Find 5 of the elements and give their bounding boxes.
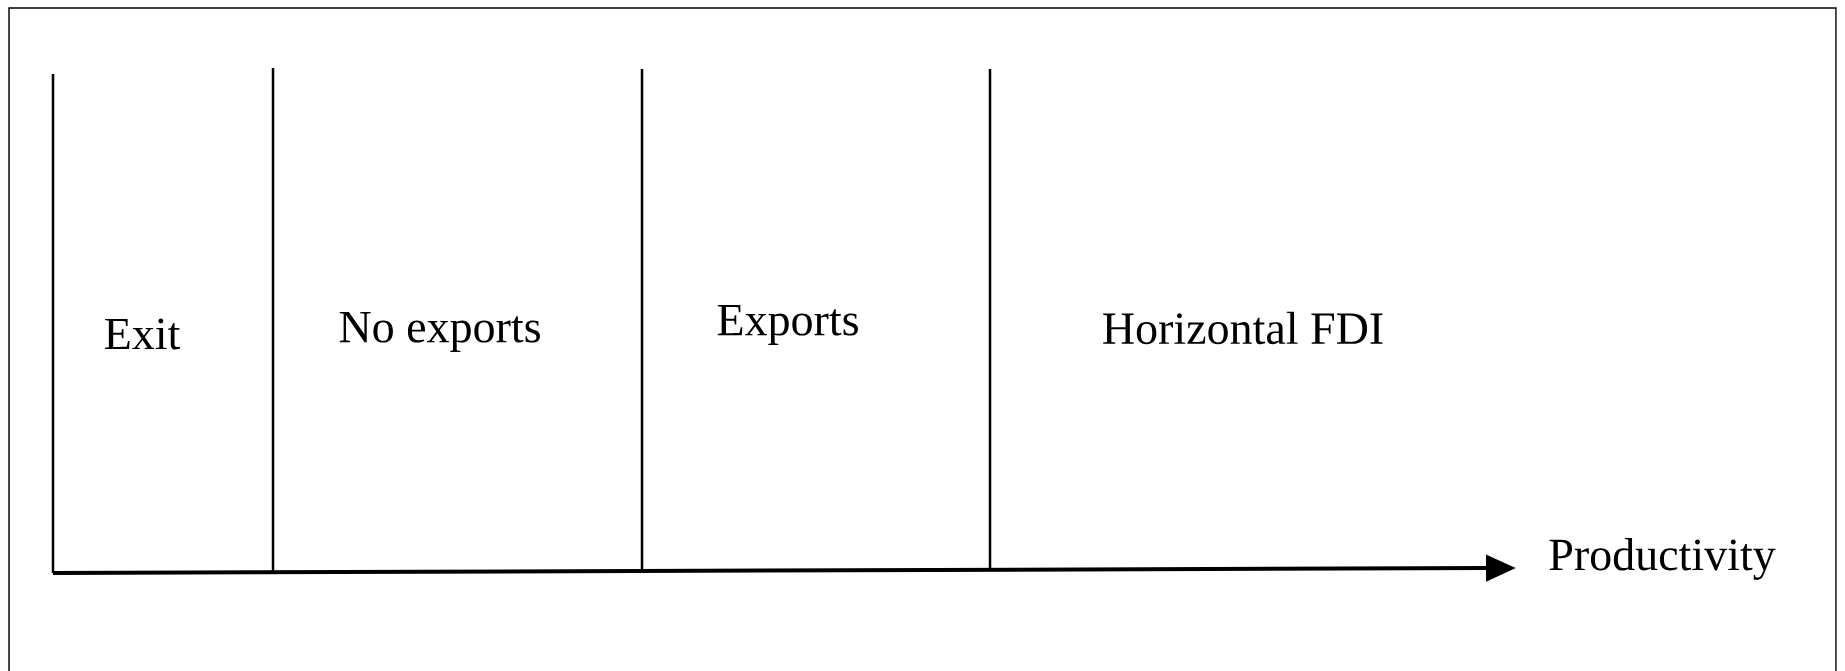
region-label: Exports <box>717 305 858 345</box>
region-label: Exit <box>105 318 181 350</box>
axis-label: Productivity <box>1549 538 1776 580</box>
region-label: No exports <box>339 312 540 352</box>
region-label: Horizontal FDI <box>1103 311 1383 345</box>
